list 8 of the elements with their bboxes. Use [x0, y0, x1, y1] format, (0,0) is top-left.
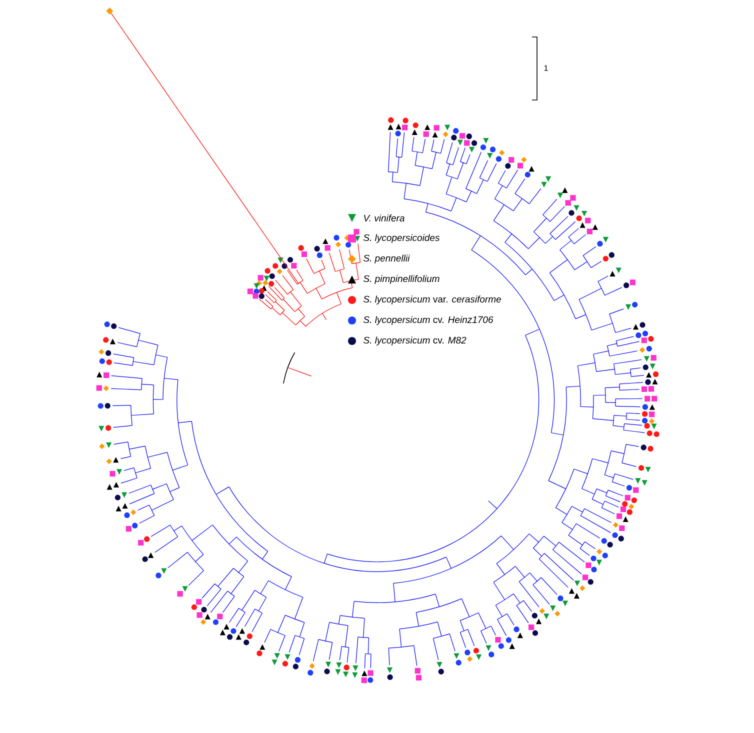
legend-text: S. lycopersicum var. cerasiforme — [363, 296, 501, 304]
legend-text: S. lycopersicoides — [363, 234, 440, 243]
scale-label: 1 — [544, 65, 548, 71]
legend-text: S. pennellii — [363, 254, 410, 264]
legend-text: V. vinifera — [364, 214, 404, 222]
legend-text: S. pimpinellifolium — [363, 275, 440, 284]
legend-text: S. lycopersicum cv. M82 — [363, 336, 466, 346]
legend-text: S. lycopersicum cv. Heinz1706 — [363, 316, 494, 325]
